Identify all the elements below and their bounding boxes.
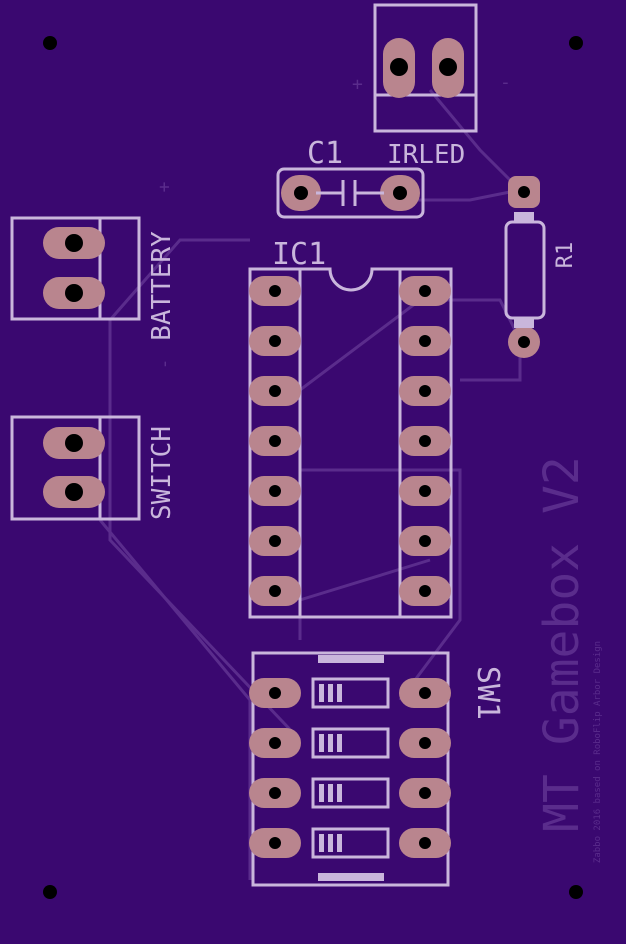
irled-plus-label: + <box>352 74 363 95</box>
ic1-pin <box>249 576 301 606</box>
resistor-r1 <box>504 176 546 358</box>
irled-connector: + - <box>352 3 511 133</box>
switch-label: SWITCH <box>147 426 177 520</box>
mounting-hole-bottom-left <box>43 885 57 899</box>
sw1-switch-row <box>249 677 451 709</box>
ic1-pin <box>249 476 301 506</box>
ic1-pin <box>399 476 451 506</box>
sw1-switch-row <box>249 727 451 759</box>
battery-minus-label: - <box>154 359 175 370</box>
switch-connector <box>10 415 141 521</box>
ic1-pin <box>249 276 301 306</box>
c1-label: C1 <box>307 136 343 171</box>
ic1-pin <box>399 376 451 406</box>
sw1-switch-row <box>249 827 451 859</box>
ic1-dip14 <box>248 267 453 619</box>
mounting-hole-top-right <box>569 36 583 50</box>
irled-minus-label: - <box>500 72 511 93</box>
capacitor-c1 <box>276 167 425 219</box>
board-credit: Zabbo 2016 based on RoboFlip Arbor Desig… <box>593 641 603 863</box>
board-title: MT Gamebox V2 <box>534 456 590 832</box>
battery-label: BATTERY <box>147 231 177 341</box>
ic1-pin <box>399 326 451 356</box>
irled-label: IRLED <box>387 140 465 170</box>
sw1-label: SW1 <box>470 666 505 720</box>
sw1-switch-row <box>249 777 451 809</box>
battery-connector <box>10 216 141 321</box>
ic1-label: IC1 <box>272 237 326 272</box>
ic1-pin <box>399 526 451 556</box>
ic1-pin <box>249 526 301 556</box>
ic1-pin <box>399 426 451 456</box>
ic1-pin <box>249 376 301 406</box>
battery-plus-label: + <box>154 181 175 192</box>
sw1-dip-switch <box>249 651 451 887</box>
ic1-pin <box>249 426 301 456</box>
r1-label: R1 <box>553 242 578 269</box>
mounting-hole-top-left <box>43 36 57 50</box>
ic1-pin <box>399 576 451 606</box>
mounting-hole-bottom-right <box>569 885 583 899</box>
ic1-pin <box>399 276 451 306</box>
ic1-pin <box>249 326 301 356</box>
